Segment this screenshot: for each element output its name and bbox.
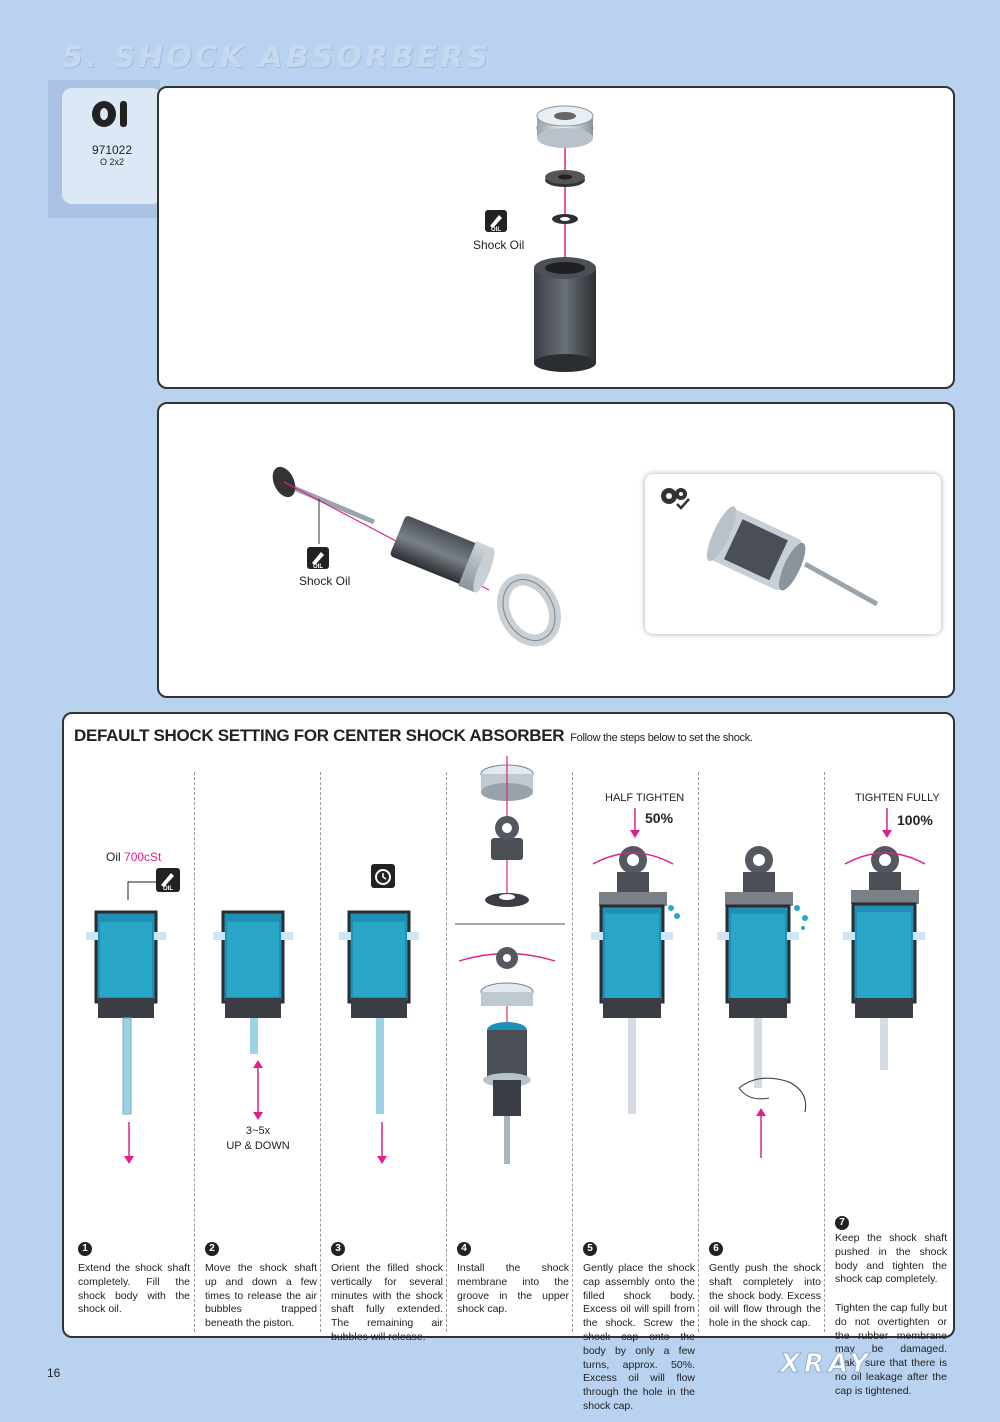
step-text: Keep the shock shaft pushed in the shock… bbox=[835, 1232, 947, 1286]
step-number: 2 bbox=[205, 1242, 219, 1256]
step-6-column: 6 Gently push the shock shaft completely… bbox=[698, 772, 824, 1332]
cap-exploded-illustration: OIL bbox=[485, 105, 596, 372]
assembled-detail-inset bbox=[645, 474, 941, 634]
step-1-column: Oil 700cSt OIL 1 Extend the shock shaft … bbox=[68, 772, 194, 1332]
timer-icon bbox=[371, 864, 395, 888]
step-3-illustration bbox=[339, 864, 419, 1164]
step-text: Move the shock shaft up and down a few t… bbox=[205, 1262, 317, 1330]
step-7-column: TIGHTEN FULLY 100% 7 Keep the shock shaf… bbox=[824, 772, 950, 1397]
step-number: 6 bbox=[709, 1242, 723, 1256]
oil-prefix: Oil bbox=[106, 850, 121, 864]
assembly-panel-cap: OIL Shock Oil bbox=[157, 86, 955, 389]
xray-logo: XRAY bbox=[778, 1350, 872, 1376]
step-number: 5 bbox=[583, 1242, 597, 1256]
oil-icon: OIL bbox=[307, 547, 329, 570]
step-5-illustration bbox=[591, 808, 680, 1114]
step-text: Orient the filled shock vertically for s… bbox=[331, 1262, 443, 1343]
step-number: 1 bbox=[78, 1242, 92, 1256]
tighten-fully-percent: 100% bbox=[897, 812, 933, 828]
step-text-note: Tighten the cap fully but do not overtig… bbox=[835, 1302, 947, 1397]
default-shock-setting-panel: DEFAULT SHOCK SETTING FOR CENTER SHOCK A… bbox=[62, 712, 955, 1412]
gears-check-icon bbox=[661, 488, 690, 510]
half-tighten-label: HALF TIGHTEN bbox=[605, 792, 685, 804]
step-text: Install the shock membrane into the groo… bbox=[457, 1262, 569, 1316]
svg-text:OIL: OIL bbox=[491, 227, 501, 233]
step-number: 4 bbox=[457, 1242, 471, 1256]
updown-text: UP & DOWN bbox=[226, 1140, 290, 1152]
section-title: 5. SHOCK ABSORBERS bbox=[62, 40, 491, 75]
part-card: 971022 O 2x2 bbox=[62, 88, 162, 204]
oil-spec: Oil 700cSt bbox=[106, 850, 161, 864]
setting-title: DEFAULT SHOCK SETTING FOR CENTER SHOCK A… bbox=[74, 726, 753, 746]
svg-text:OIL: OIL bbox=[163, 886, 173, 892]
body-exploded-illustration: OIL bbox=[272, 466, 561, 647]
step-1-illustration: OIL bbox=[86, 868, 180, 1164]
step-2-illustration bbox=[213, 910, 293, 1120]
part-code: 971022 bbox=[91, 143, 133, 157]
oil-icon: OIL bbox=[156, 868, 180, 892]
step-6-illustration bbox=[717, 846, 808, 1158]
step-2-column: 3~5x UP & DOWN 2 Move the shock shaft up… bbox=[194, 772, 320, 1332]
step-7-illustration bbox=[843, 808, 926, 1070]
step-text: Extend the shock shaft completely. Fill … bbox=[78, 1262, 190, 1316]
step-5-column: HALF TIGHTEN 50% 5 Gently place the shoc… bbox=[572, 772, 698, 1412]
setting-heading: DEFAULT SHOCK SETTING FOR CENTER SHOCK A… bbox=[74, 726, 565, 745]
page-number: 16 bbox=[47, 1366, 61, 1380]
assembled-cap-illustration bbox=[661, 488, 879, 607]
step-4-illustration bbox=[455, 756, 565, 1164]
shock-oil-label: Shock Oil bbox=[473, 238, 525, 252]
step-text: Gently place the shock cap assembly onto… bbox=[583, 1262, 695, 1412]
updown-count: 3~5x bbox=[245, 1125, 271, 1137]
step-3-column: 3 Orient the filled shock vertically for… bbox=[320, 772, 446, 1343]
up-down-label: 3~5x UP & DOWN bbox=[195, 1124, 321, 1154]
shock-oil-label: Shock Oil bbox=[299, 574, 351, 588]
half-tighten-percent: 50% bbox=[645, 810, 674, 826]
step-text: Gently push the shock shaft completely i… bbox=[709, 1262, 821, 1330]
oil-icon: OIL bbox=[485, 210, 507, 233]
tighten-fully-label: TIGHTEN FULLY bbox=[855, 792, 940, 804]
o-ring-icon bbox=[92, 101, 127, 127]
part-desc: O 2x2 bbox=[99, 157, 124, 167]
svg-text:OIL: OIL bbox=[313, 564, 323, 570]
svg-text:XRAY: XRAY bbox=[778, 1350, 872, 1376]
assembly-panel-body: OIL Shock Oil bbox=[157, 402, 955, 698]
setting-subtitle: Follow the steps below to set the shock. bbox=[570, 732, 753, 744]
step-number: 7 bbox=[835, 1216, 849, 1230]
oil-value: 700cSt bbox=[124, 850, 162, 864]
step-number: 3 bbox=[331, 1242, 345, 1256]
step-4-column: 4 Install the shock membrane into the gr… bbox=[446, 756, 572, 1332]
